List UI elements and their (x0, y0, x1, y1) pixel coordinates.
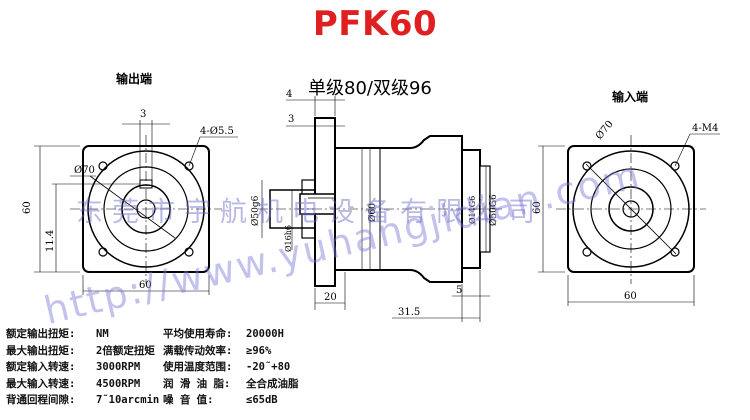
page-title: PFK60 (312, 4, 438, 44)
side-shaft-dim: Ø50g6 (250, 195, 261, 226)
subtitle: 单级80/双级96 (308, 78, 432, 99)
spec-label: 额定输出扭矩: (6, 328, 76, 340)
spec-label: 满载传动效率: (163, 344, 233, 357)
side-body-dim: Ø60 (367, 203, 378, 222)
spec-value: NM (96, 328, 109, 340)
side-shaft-small-dim: Ø16h6 (284, 225, 293, 252)
spec-value: ≤65dB (246, 394, 278, 406)
side-step-dim: 3 (288, 114, 294, 125)
output-holes-dim: 4-Ø5.5 (200, 126, 234, 137)
side-len-31-5-dim: 31.5 (398, 307, 420, 318)
output-end-label: 输出端 (116, 71, 152, 86)
spec-value: 20000H (246, 328, 284, 340)
spec-value: 全合成油脂 (246, 377, 299, 390)
spec-label: 最大输入转速: (6, 377, 76, 390)
spec-label: 额定输入转速: (6, 361, 76, 373)
input-end-label: 输入端 (612, 89, 648, 104)
output-keyway-dim: 3 (140, 109, 146, 120)
spec-label: 背通回程间隙: (6, 394, 76, 406)
input-height-dim: 60 (532, 201, 543, 214)
input-end-view: 输入端 Ø70 4-M4 60 60 (532, 89, 720, 306)
spec-label: 润 滑 油 脂: (163, 377, 231, 390)
spec-label: 最大输出扭矩: (6, 344, 76, 357)
side-bore-dim: Ø14G6 (468, 196, 477, 224)
input-holes-dim: 4-M4 (692, 123, 718, 134)
side-pilot-dim: Ø50G6 (488, 194, 499, 226)
spec-value: 4500RPM (96, 377, 141, 390)
specs-table: 额定输出扭矩: NM 平均使用寿命: 20000H 最大输出扭矩: 2倍额定扭矩满载传动效… (6, 326, 426, 409)
spec-label: 平均使用寿命: (163, 328, 233, 340)
spec-label: 使用温度范围: (163, 361, 233, 373)
output-height-dim: 60 (22, 201, 33, 214)
spec-value: 7˜10arcmin (96, 394, 160, 406)
output-width-dim: 60 (139, 280, 152, 291)
side-len-5-dim: 5 (456, 285, 462, 296)
side-view: 4 3 Ø50g6 Ø16h6 Ø60 Ø50G6 Ø14G6 20 5 31.… (250, 89, 502, 322)
input-width-dim: 60 (624, 291, 637, 302)
spec-row: 最大输出扭矩: 2倍额定扭矩满载传动效率: ≥96% (6, 343, 426, 360)
side-flange-thk-dim: 4 (286, 89, 292, 100)
output-pcd-dim: Ø70 (74, 165, 95, 176)
output-key-dim: 11.4 (45, 230, 56, 252)
spec-value: ≥96% (246, 344, 272, 357)
spec-row: 额定输出扭矩: NM 平均使用寿命: 20000H (6, 326, 426, 343)
input-pcd-dim: Ø70 (594, 119, 616, 142)
spec-label: 噪 音 值: (163, 394, 214, 406)
side-len-20-dim: 20 (324, 292, 337, 303)
spec-row: 额定输入转速: 3000RPM 使用温度范围: -20˜+80 (6, 359, 426, 376)
spec-value: 3000RPM (96, 361, 141, 373)
spec-value: 2倍额定扭矩 (96, 344, 155, 357)
spec-value: -20˜+80 (246, 361, 291, 373)
spec-row: 最大输入转速: 4500RPM 润 滑 油 脂: 全合成油脂 (6, 376, 426, 393)
output-end-view: 输出端 3 4-Ø5.5 Ø70 60 (22, 71, 238, 295)
